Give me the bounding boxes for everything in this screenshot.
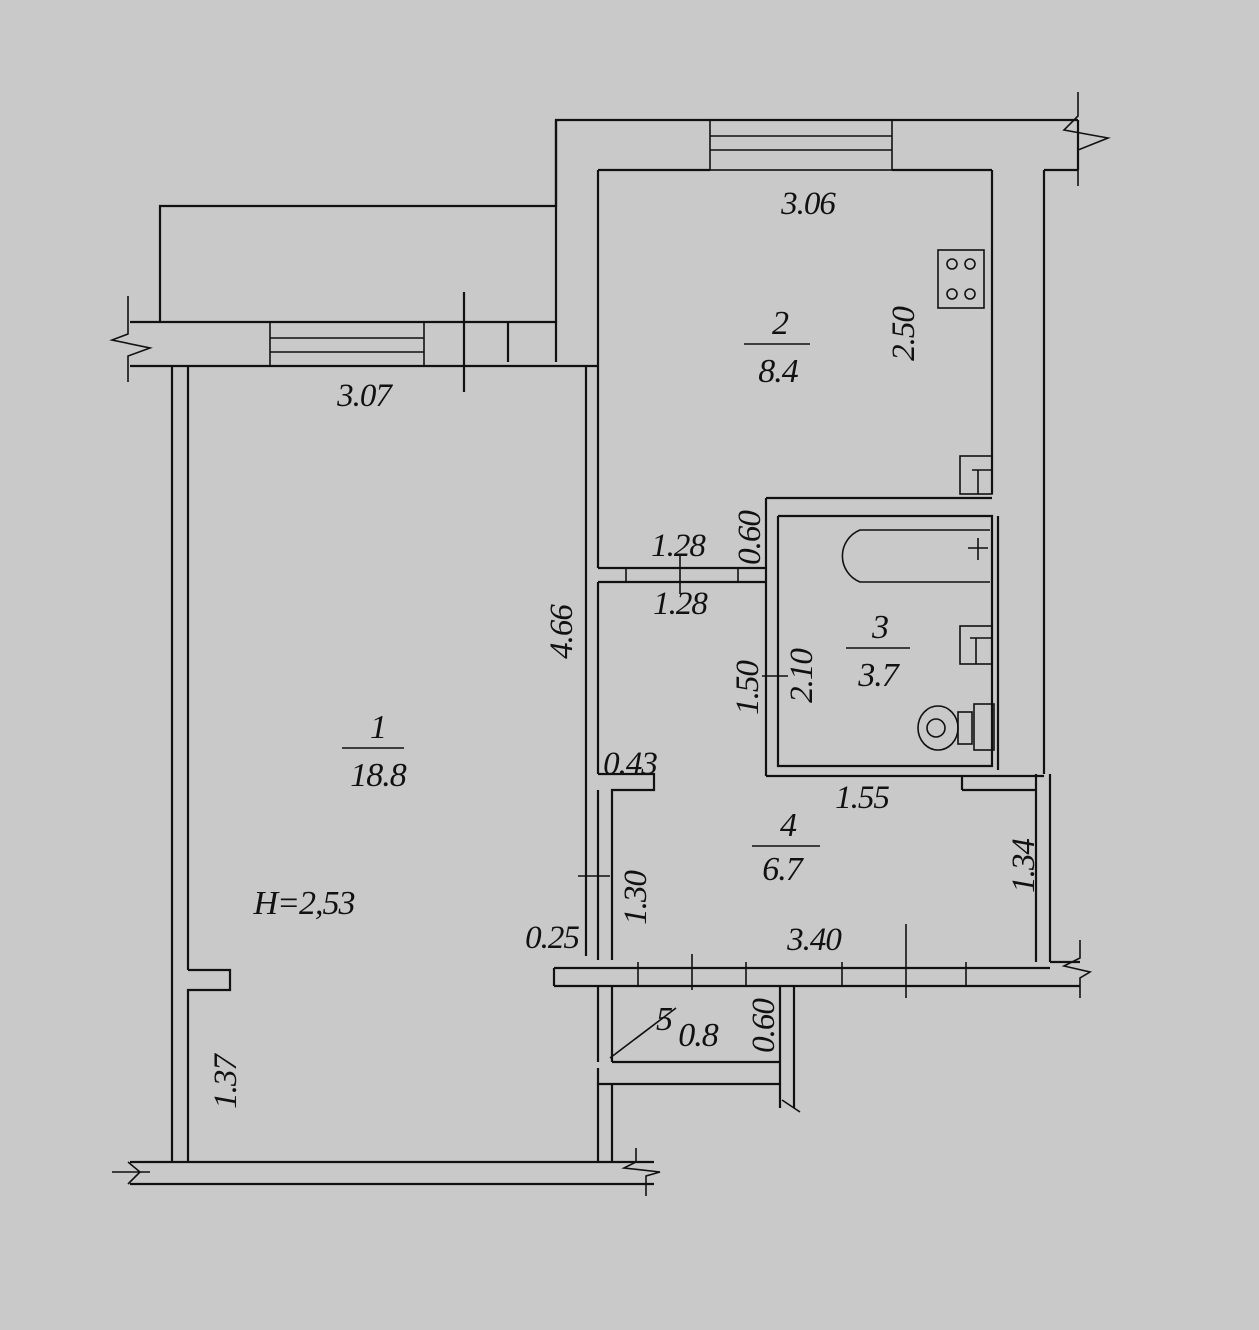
windows (269, 119, 893, 367)
room-4-area: 6.7 (762, 851, 805, 888)
dimension-ticks (578, 556, 907, 1113)
dim-bath-wall: 0.60 (732, 510, 768, 565)
dim-wall-offset: 0.25 (525, 920, 579, 956)
outer-walls (130, 118, 1080, 1186)
dim-kitchen-length: 2.50 (886, 306, 922, 361)
dim-niche-width: 0.43 (603, 746, 657, 782)
dim-corridor-top-upper: 1.28 (651, 528, 706, 564)
dim-hall-left: 1.30 (618, 870, 654, 925)
room-1-area: 18.8 (350, 757, 407, 794)
dim-hall-right: 1.34 (1006, 839, 1042, 893)
dim-room1-lower: 1.37 (208, 1053, 244, 1109)
room-1-number: 1 (370, 709, 386, 746)
ceiling-height: H=2,53 (253, 885, 355, 922)
room-5-area: 0.8 (678, 1017, 719, 1054)
dim-kitchen-width: 3.06 (780, 186, 836, 222)
break-marks (109, 92, 1111, 1196)
washbasin-icon (959, 625, 993, 665)
room-4-number: 4 (780, 807, 797, 844)
dim-closet-depth: 0.60 (746, 998, 782, 1053)
room-2-number: 2 (772, 305, 789, 342)
toilet-icon (917, 703, 995, 751)
kitchen-sink-icon (959, 455, 993, 495)
dim-hall-width: 3.40 (786, 922, 842, 958)
room-3-label: 3 3.7 (846, 609, 910, 694)
stove-icon (937, 249, 985, 309)
room-5-number: 5 (656, 1001, 672, 1038)
dim-bath-left: 1.50 (730, 660, 766, 715)
dim-corridor-top-lower: 1.28 (653, 586, 708, 622)
dim-bath-length: 2.10 (784, 648, 820, 703)
room-1-label: 1 18.8 (342, 709, 408, 794)
room-5-label: 5 0.8 (656, 1001, 720, 1054)
room-2-area: 8.4 (758, 353, 799, 390)
room-4-label: 4 6.7 (752, 807, 820, 888)
bathtub-icon (841, 529, 990, 583)
room-3-number: 3 (871, 609, 888, 646)
dim-hall-top: 1.55 (835, 780, 889, 816)
room-3-area: 3.7 (857, 657, 901, 694)
room-2-label: 2 8.4 (744, 305, 810, 390)
interior-walls (584, 170, 1044, 1108)
dim-room1-length: 4.66 (544, 604, 580, 659)
dim-room1-width: 3.07 (336, 378, 393, 414)
